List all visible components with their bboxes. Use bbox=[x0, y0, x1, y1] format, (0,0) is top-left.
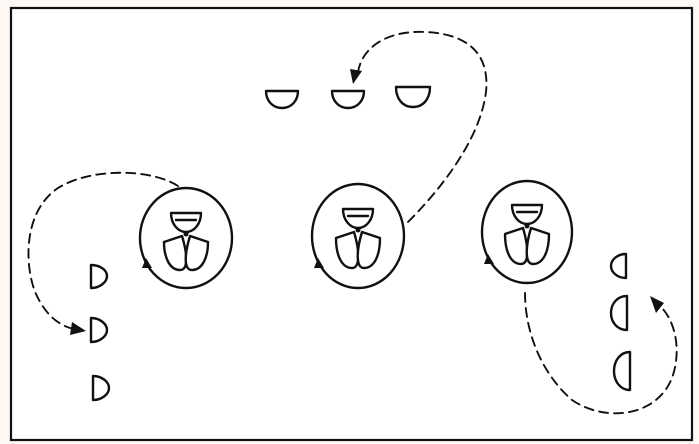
formation-center-dot bbox=[525, 224, 530, 229]
top-queue bbox=[266, 87, 430, 108]
formation-center-dot bbox=[356, 228, 361, 233]
formation-center-dot bbox=[184, 232, 189, 237]
right-queue bbox=[611, 254, 630, 390]
